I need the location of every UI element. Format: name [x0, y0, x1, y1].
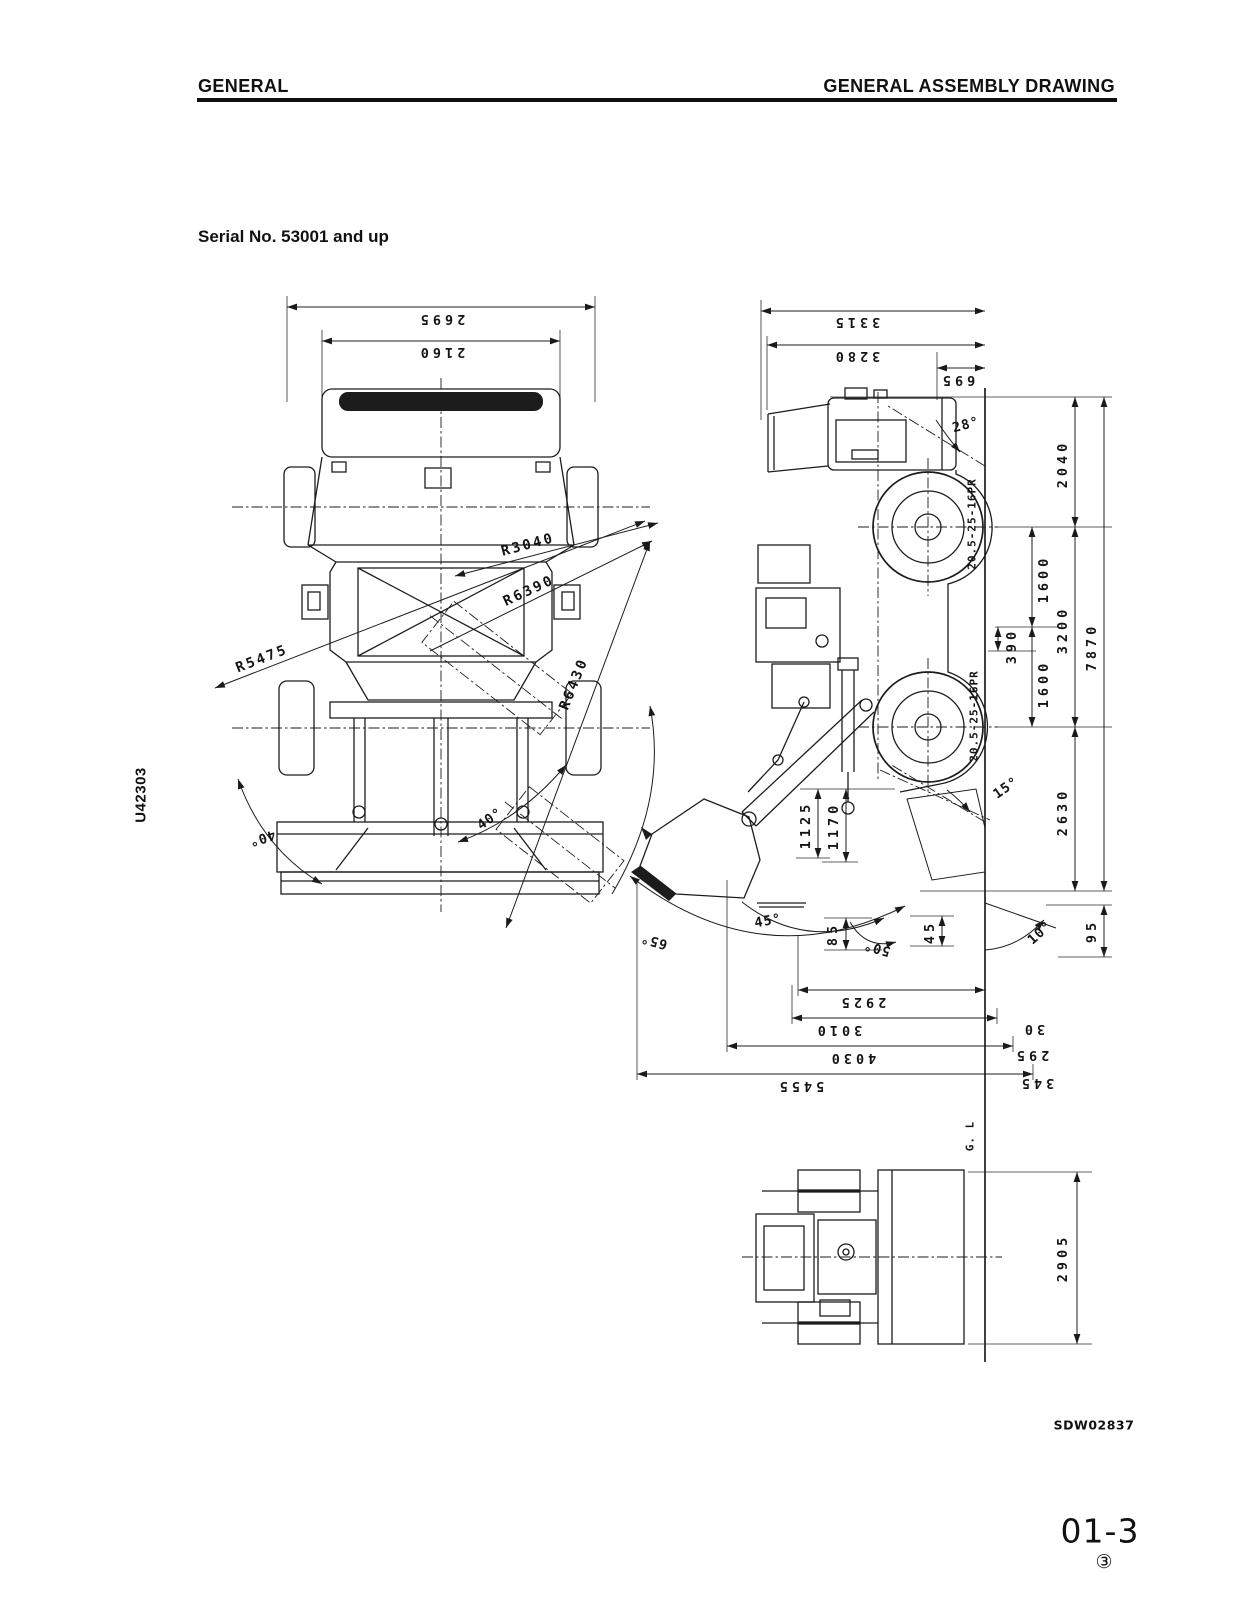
- top-view: [214, 296, 659, 929]
- serial-note: Serial No. 53001 and up: [198, 227, 389, 246]
- revision-mark: ③: [1095, 1551, 1113, 1573]
- header-chapter-title: GENERAL ASSEMBLY DRAWING: [823, 76, 1115, 96]
- side-view: [629, 300, 1112, 1362]
- header-rule: [197, 98, 1117, 102]
- page-number: 01-3: [1060, 1511, 1140, 1551]
- rear-view: [742, 1169, 1092, 1345]
- figure-code: SDW02837: [1053, 1417, 1135, 1433]
- header-section-title: GENERAL: [198, 76, 289, 96]
